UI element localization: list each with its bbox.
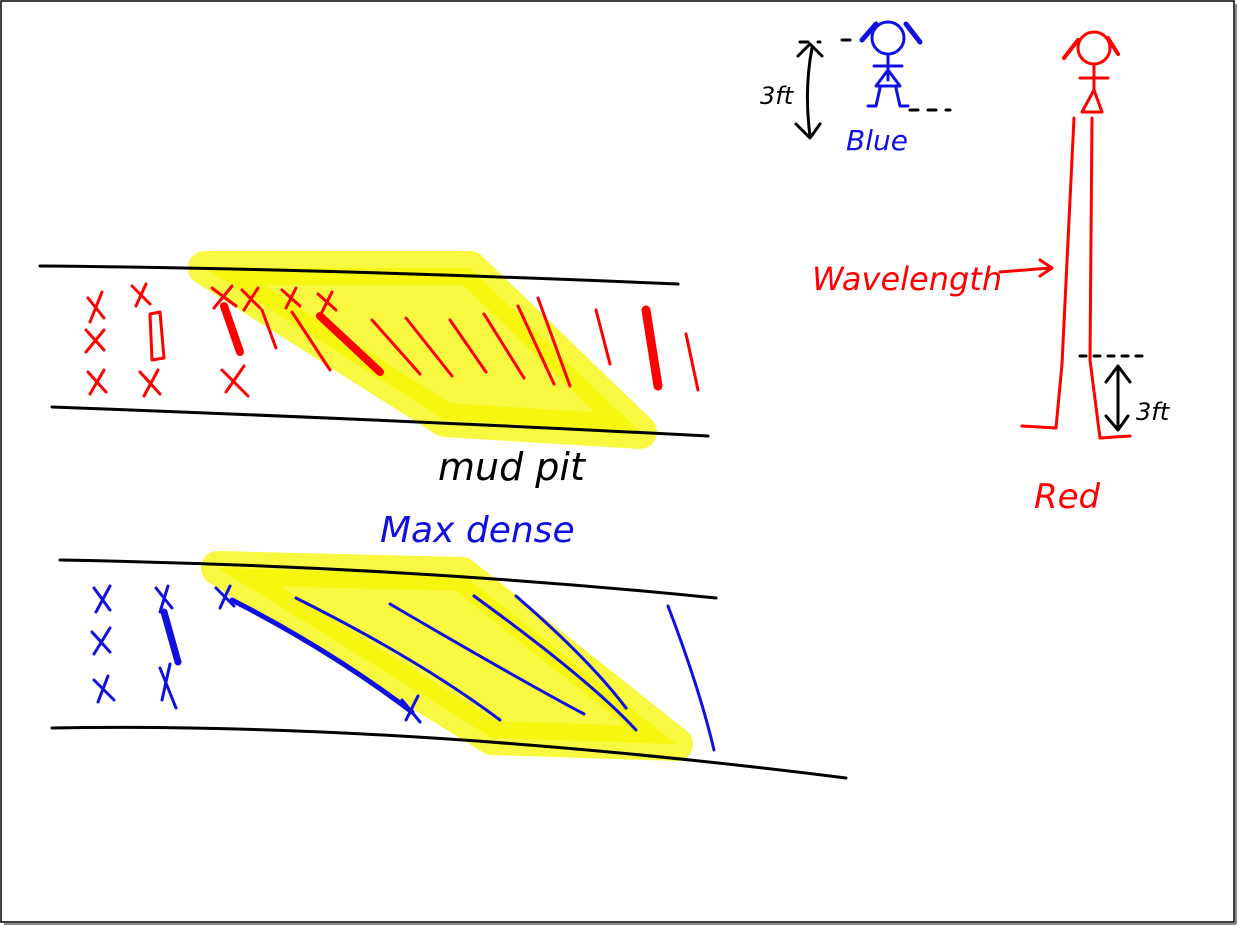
top-road-lower-line xyxy=(50,405,710,438)
top-red-marks xyxy=(84,282,700,398)
wavelength-arrow xyxy=(998,258,1054,278)
red-figure-label: Red xyxy=(1034,477,1101,517)
max-dense-label: Max dense xyxy=(380,510,575,551)
red-stick-figure xyxy=(1020,30,1132,440)
bottom-road-upper-line xyxy=(58,558,718,600)
top-mud-pit-diagram xyxy=(38,251,710,449)
red-height-label: 3ft xyxy=(1136,398,1171,426)
bottom-mud-pit-diagram xyxy=(50,551,848,780)
blue-stick-figure xyxy=(859,20,923,108)
bottom-road-lower-line xyxy=(50,725,848,780)
blue-height-arrow xyxy=(794,38,952,140)
top-road-upper-line xyxy=(38,264,680,286)
blue-figure-label: Blue xyxy=(846,124,908,157)
bottom-blue-marks xyxy=(90,584,716,752)
wavelength-label: Wavelength xyxy=(812,260,1002,298)
blue-height-label: 3ft xyxy=(760,82,795,110)
red-height-arrow xyxy=(1078,354,1144,432)
mud-pit-label: mud pit xyxy=(438,445,587,489)
